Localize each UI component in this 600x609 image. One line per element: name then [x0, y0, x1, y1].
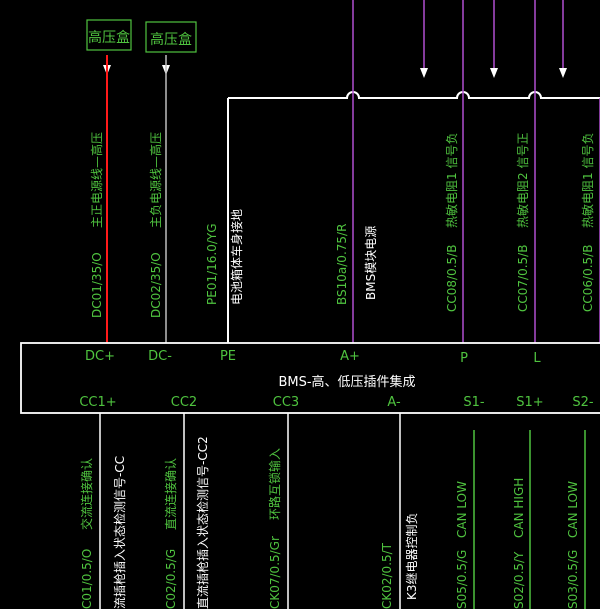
pin-a-plus: A+	[340, 349, 360, 364]
connector-top-pins: DC+ DC- PE A+ P L	[85, 349, 541, 366]
lower-wire-labels: C01/0.5/O 交流连接确认 流插枪插入状态检测信号-CC C02/0.5/…	[79, 436, 580, 609]
lower-wire-lines	[99, 413, 586, 609]
wire-dc02-desc: 主负电源线—高压	[148, 132, 163, 228]
pin-a-minus: A-	[387, 395, 401, 410]
wire-c01-code: C01/0.5/O	[80, 549, 94, 609]
wire-c02-code: C02/0.5/G	[164, 549, 178, 609]
wire-bs10a-code: BS10a/0.75/R	[335, 224, 349, 305]
wire-dc01-desc: 主正电源线—高压	[89, 132, 104, 228]
wire-pe01-code: PE01/16.0/YG	[205, 223, 219, 305]
pin-p: P	[460, 351, 468, 366]
wire-ck07-code: CK07/0.5/Gr	[268, 536, 282, 609]
pin-l: L	[533, 351, 541, 366]
wire-s03-code: S03/0.5/G	[566, 550, 580, 609]
upper-wire-lines	[106, 0, 600, 343]
connector-title: BMS-高、低压插件集成	[278, 374, 415, 390]
wire-cc08-desc: 热敏电阻1 信号负	[444, 133, 459, 228]
hv-box-1: 高压盒	[86, 19, 132, 51]
pin-cc1-plus: CC1+	[79, 395, 116, 410]
wire-c02-desc1: 直流连接确认	[163, 458, 178, 530]
pin-dc-plus: DC+	[85, 349, 115, 364]
wire-ck02-code: CK02/0.5/T	[380, 542, 394, 609]
wire-dc01-code: DC01/35/O	[90, 252, 104, 318]
bus-line	[228, 91, 600, 99]
hv-box-1-label: 高压盒	[88, 29, 130, 46]
wire-cc06-desc: 热敏电阻1 信号负	[580, 133, 595, 228]
pin-pe: PE	[220, 349, 236, 364]
wire-c01-desc1: 交流连接确认	[79, 458, 94, 530]
wire-ck07-desc1: 环路互锁输入	[267, 448, 282, 520]
hv-box-2: 高压盒	[145, 21, 197, 53]
wire-cc07-desc: 热敏电阻2 信号正	[515, 133, 530, 228]
wire-s02-code: S02/0.5/Y	[512, 551, 526, 609]
wire-cc07-code: CC07/0.5/B	[516, 245, 530, 312]
pin-s1-minus: S1-	[463, 395, 485, 410]
connector-box: BMS-高、低压插件集成 DC+ DC- PE A+ P L CC1+ CC2 …	[20, 342, 600, 414]
wire-c02-desc2: 直流插枪插入状态检测信号-CC2	[195, 436, 210, 609]
pin-dc-minus: DC-	[148, 349, 172, 364]
pin-s2-minus: S2-	[572, 395, 594, 410]
pin-s1-plus: S1+	[516, 395, 543, 410]
wire-ck02-desc1: K3继电器控制负	[405, 512, 419, 600]
wire-s05-code: S05/0.5/G	[455, 550, 469, 609]
wire-s02-desc1: CAN HIGH	[512, 478, 526, 538]
wire-s03-desc1: CAN LOW	[566, 481, 580, 538]
wire-bs10a-desc: BMS模块电源	[364, 226, 378, 300]
pin-cc2: CC2	[171, 395, 197, 410]
hv-box-2-label: 高压盒	[150, 31, 192, 48]
wire-pe01-desc: 电池箱体车身接地	[229, 209, 244, 305]
pin-cc3: CC3	[273, 395, 299, 410]
wire-cc08-code: CC08/0.5/B	[445, 245, 459, 312]
connector-bottom-pins: CC1+ CC2 CC3 A- S1- S1+ S2-	[79, 395, 594, 410]
wire-c01-desc2: 流插枪插入状态检测信号-CC	[112, 456, 127, 609]
wire-s05-desc1: CAN LOW	[455, 481, 469, 538]
wire-cc06-code: CC06/0.5/B	[581, 245, 595, 312]
wire-dc02-code: DC02/35/O	[149, 252, 163, 318]
upper-wire-labels: DC01/35/O 主正电源线—高压 DC02/35/O 主负电源线—高压 PE…	[89, 132, 595, 318]
